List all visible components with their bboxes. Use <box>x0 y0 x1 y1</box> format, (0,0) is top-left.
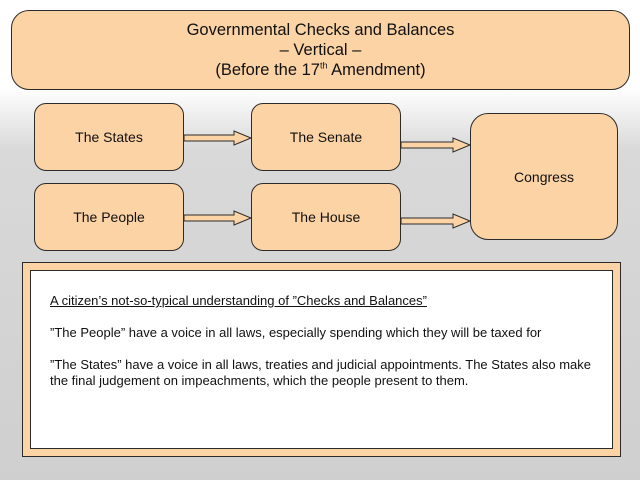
arrow-senate-to-congress <box>400 137 472 153</box>
panel-people-text: ”The People” have a voice in all laws, e… <box>50 325 542 340</box>
node-congress: Congress <box>470 113 618 240</box>
title-line-3-start: (Before the 17 <box>215 61 320 79</box>
node-the-states-label: The States <box>75 129 143 145</box>
explanation-panel: A citizen’s not-so-typical understanding… <box>22 262 621 457</box>
node-the-house: The House <box>251 183 401 251</box>
title-line-3-end: Amendment) <box>327 61 426 79</box>
title-line-1: Governmental Checks and Balances <box>186 21 455 39</box>
arrow-people-to-house <box>183 210 253 226</box>
explanation-panel-body: A citizen’s not-so-typical understanding… <box>30 270 613 449</box>
node-the-house-label: The House <box>291 209 361 225</box>
node-the-people-label: The People <box>73 209 145 225</box>
panel-heading: A citizen’s not-so-typical understanding… <box>50 293 427 308</box>
node-the-people: The People <box>34 183 184 251</box>
title-line-3: (Before the 17th Amendment) <box>215 60 425 80</box>
panel-states-text: ”The States” have a voice in all laws, t… <box>50 357 591 388</box>
title-line-2: – Vertical – <box>279 41 362 59</box>
node-the-senate-label: The Senate <box>289 129 363 145</box>
node-the-states: The States <box>34 103 184 171</box>
node-congress-label: Congress <box>514 168 574 185</box>
node-the-senate: The Senate <box>251 103 401 171</box>
title-box: Governmental Checks and Balances – Verti… <box>11 10 630 90</box>
arrow-states-to-senate <box>183 130 253 146</box>
title-ordinal-suffix: th <box>319 60 328 71</box>
arrow-house-to-congress <box>400 213 472 229</box>
